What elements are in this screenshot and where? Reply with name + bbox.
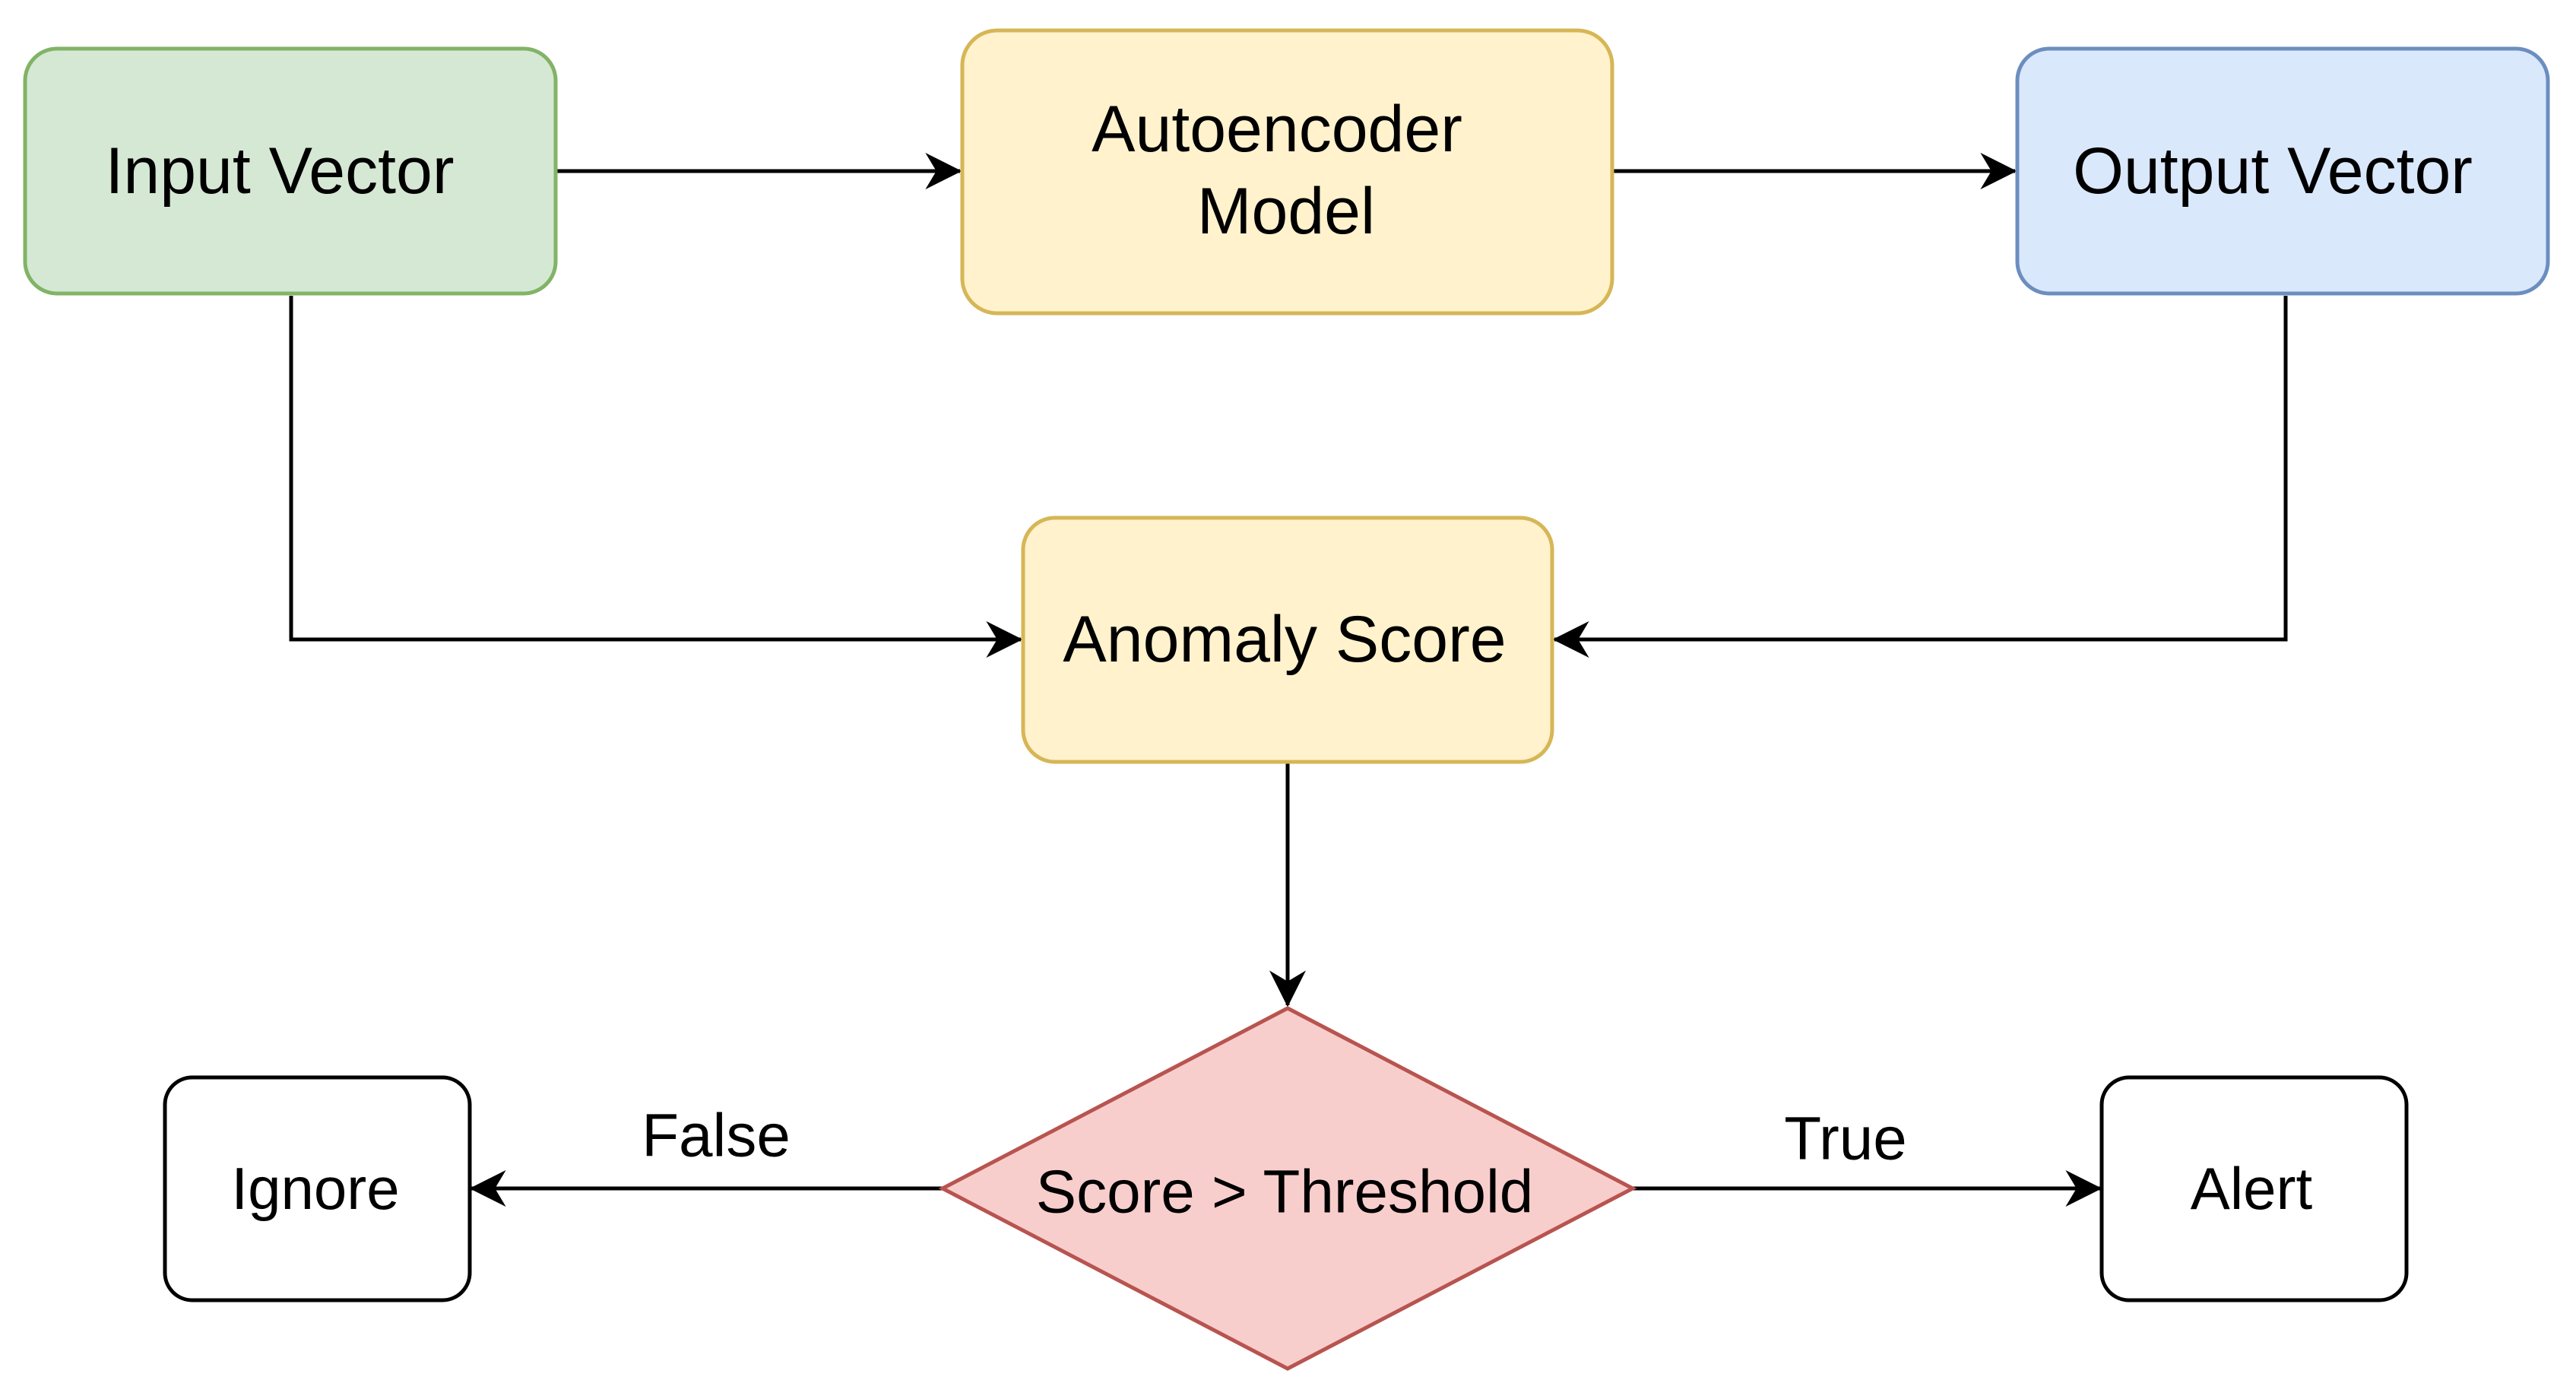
node-ignore-label: Ignore [231, 1155, 399, 1222]
node-output-vector-label: Output Vector [2073, 135, 2473, 208]
node-autoencoder-model-line2: Model [1197, 175, 1375, 248]
node-autoencoder-model-box [960, 28, 1614, 316]
edge-label-false: False [642, 1102, 791, 1169]
node-decision[interactable]: Score > Threshold [938, 1006, 1637, 1371]
node-ignore-box [163, 1075, 472, 1302]
node-alert[interactable]: Alert [2099, 1075, 2409, 1302]
node-anomaly-score-box [1021, 516, 1554, 764]
node-input-vector-box [23, 46, 558, 296]
node-autoencoder-model[interactable]: Autoencoder Model [960, 28, 1614, 316]
node-input-vector[interactable]: Input Vector [23, 46, 558, 296]
node-alert-box [2099, 1075, 2409, 1302]
edge-label-true: True [1784, 1105, 1907, 1172]
node-ignore[interactable]: Ignore [163, 1075, 472, 1302]
edge-output-to-anomaly-score [1552, 296, 2288, 658]
node-decision-diamond [938, 1006, 1637, 1371]
node-input-vector-label: Input Vector [106, 135, 455, 208]
node-decision-label: Score > Threshold [1036, 1158, 1533, 1226]
connectors [289, 153, 2288, 1207]
node-output-vector-box [2015, 46, 2550, 296]
node-anomaly-score-label: Anomaly Score [1063, 603, 1506, 676]
node-output-vector[interactable]: Output Vector [2015, 46, 2550, 296]
node-autoencoder-model-line1: Autoencoder [1092, 93, 1462, 166]
node-alert-label: Alert [2191, 1155, 2313, 1222]
node-anomaly-score[interactable]: Anomaly Score [1021, 516, 1554, 764]
edge-input-to-anomaly-score [289, 296, 1023, 658]
